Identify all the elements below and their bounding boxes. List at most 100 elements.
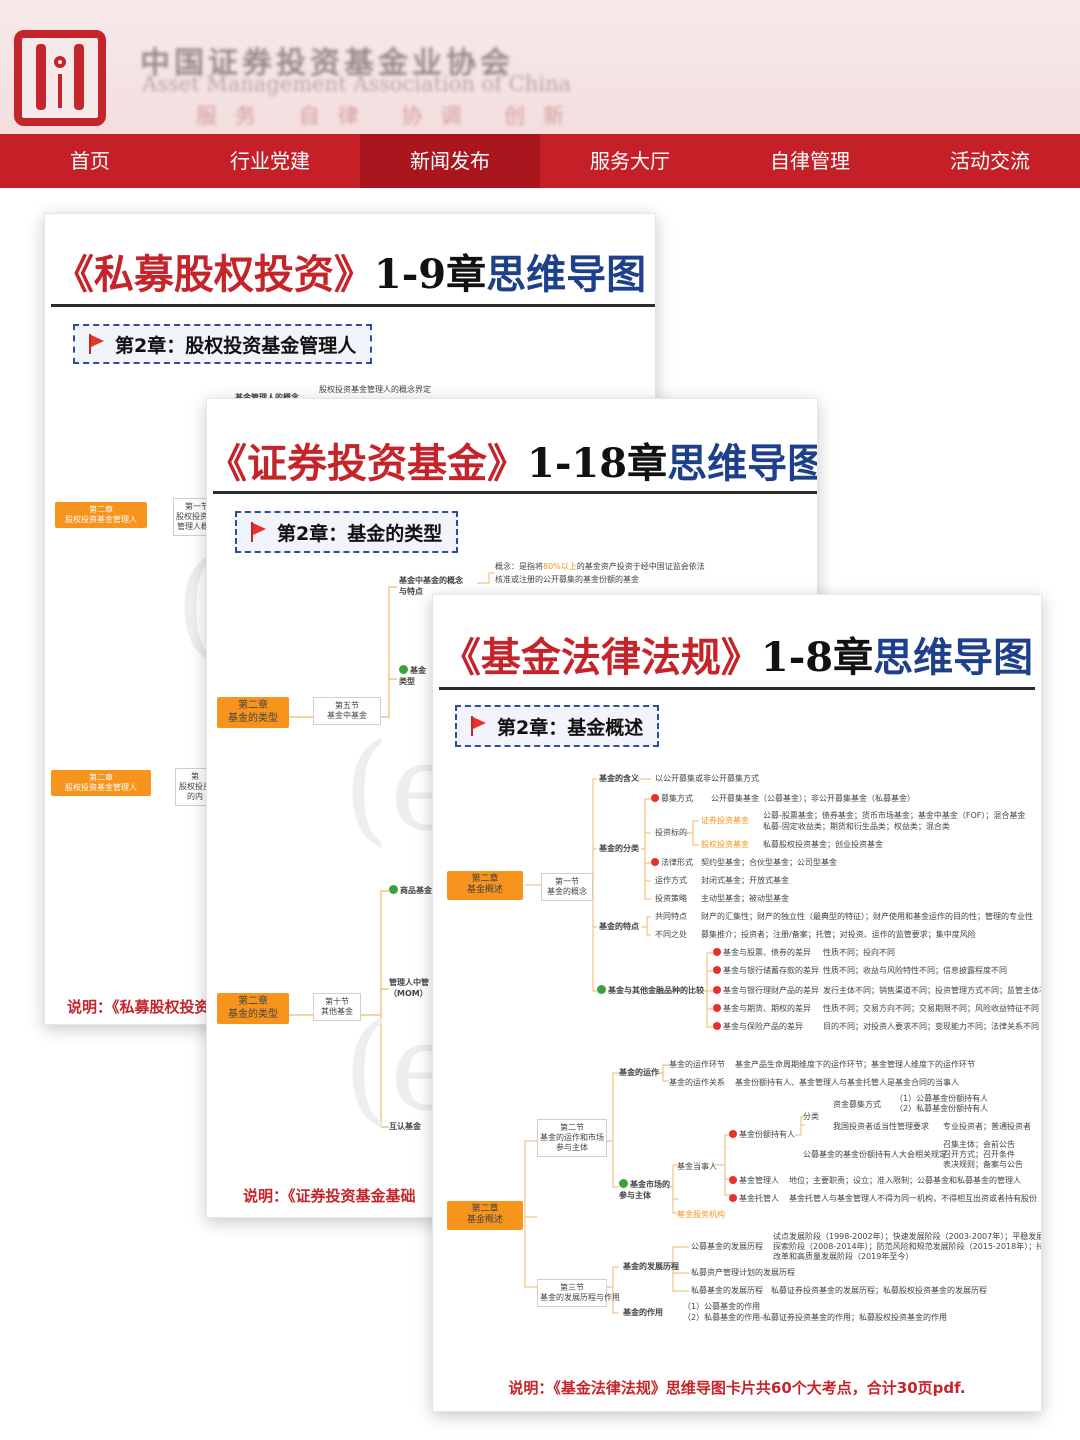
mm-node: 基金 类型 [399, 665, 426, 686]
mm-root: 第二章 基金的类型 [217, 697, 289, 728]
mm-leaf: 财产的汇集性；财产的独立性（最典型的特征）；财产使用和基金运作的目的性；管理的专… [701, 912, 1033, 921]
mm-leaf: 运作方式 [655, 876, 687, 885]
mm-leaf: 我国投资者适当性管理要求 [833, 1122, 929, 1131]
mm-node: 商品基金 [389, 885, 432, 896]
nav-item-service[interactable]: 服务大厅 [590, 149, 670, 173]
card-title: 《基金法律法规》1-8章思维导图 [440, 634, 1034, 681]
mm-root: 第二章 基金的类型 [217, 993, 289, 1024]
mm-leaf: 资金募集方式 [833, 1100, 881, 1109]
mm-leaf: （1）公募基金份额持有人 [895, 1094, 989, 1103]
mm-leaf: 基金管理人 [729, 1175, 779, 1186]
bullet-icon [713, 1022, 721, 1030]
mm-leaf: 性质不同；收益与风险特性不同；信息披露程度不同 [823, 966, 1007, 975]
mm-leaf: 性质不同；投向不同 [823, 948, 895, 957]
mm-leaf: 基金托管人 [729, 1193, 779, 1204]
bullet-icon [651, 858, 659, 866]
mm-leaf: 试点发展阶段（1998-2002年）；快速发展阶段（2003-2007年）；平稳… [773, 1232, 1042, 1241]
mm-leaf: 公募-股票基金；债券基金；货币市场基金；基金中基金（FOF）；混合基金 [763, 811, 1026, 820]
mm-leaf: 私募资产管理计划的发展历程 [691, 1268, 795, 1277]
mm-node: 基金市场的 参与主体 [619, 1179, 670, 1200]
mm-section: 第一节 基金的概念 [541, 873, 593, 901]
mm-leaf: 核准或注册的公开募集的基金份额的基金 [495, 575, 639, 584]
mm-leaf: 基金的运作关系 [669, 1078, 725, 1087]
mm-root: 第二章 股权投资基金管理人 [55, 502, 147, 528]
mm-leaf: 基金与银行储蓄存款的差异 [713, 965, 819, 976]
mm-leaf: 契约型基金；合伙型基金；公司型基金 [701, 858, 837, 867]
mm-leaf: 私募-固定收益类；期货和衍生品类；权益类；混合类 [763, 822, 950, 831]
mm-leaf: 投资策略 [655, 894, 687, 903]
mm-node: 互认基金 [389, 1122, 421, 1131]
mm-leaf: 基金份额持有人、基金管理人与基金托管人是基金合同的当事人 [735, 1078, 959, 1087]
check-icon [399, 665, 408, 674]
mm-leaf: 公募基金的发展历程 [691, 1242, 763, 1251]
nav-item-news[interactable]: 新闻发布 [360, 134, 540, 188]
nav-item-party[interactable]: 行业党建 [230, 149, 310, 173]
nav-item-events[interactable]: 活动交流 [950, 149, 1030, 173]
association-logo[interactable] [14, 30, 106, 126]
mm-leaf: 公募基金的基金份额持有人大会相关规定 [803, 1150, 947, 1159]
mm-leaf: 基金与银行理财产品的差异 [713, 985, 819, 996]
card-note: 说明：《基金法律法规》思维导图卡片共60个大考点，合计30页pdf. [508, 1379, 966, 1397]
card-title: 《私募股权投资》1-9章思维导图 [53, 251, 647, 298]
mm-leaf: 私募股权投资基金；创业投资基金 [763, 840, 883, 849]
mm-leaf: 共同特点 [655, 912, 687, 921]
mm-node: 基金的分类 [599, 844, 639, 853]
card-title: 《证券投资基金》1-18章思维导图 [207, 440, 818, 487]
mm-section: 第十节 其他基金 [313, 993, 361, 1021]
mm-leaf: 改革和高质量发展阶段（2019年至今） [773, 1252, 914, 1261]
nav-item-regulation[interactable]: 自律管理 [770, 149, 850, 173]
mm-node: 基金的运作 [619, 1068, 659, 1077]
bullet-icon [729, 1176, 737, 1184]
mm-leaf: 基金托管人与基金管理人不得为同一机构，不得相互出资或者持有股份 [789, 1194, 1037, 1203]
nav-item-home[interactable]: 首页 [70, 149, 110, 173]
card-note: 说明：《证券投资基金基础 [243, 1187, 416, 1205]
mm-leaf: 探索阶段（2008-2014年）；防范风险和规范发展阶段（2015-2018年）… [773, 1242, 1042, 1251]
mm-leaf: （1）公募基金的作用 [683, 1302, 761, 1311]
mm-leaf: 地位；主要职责；设立；准入限制；公募基金和私募基金的管理人 [789, 1176, 1021, 1185]
mm-leaf: 募集推介；投资者；注册/备案；托管；对投资、运作的监管要求；集中度风险 [701, 930, 976, 939]
main-nav: 首页 行业党建 新闻发布 服务大厅 自律管理 活动交流 [0, 134, 1080, 188]
mm-leaf: 基金与股票、债券的差异 [713, 947, 811, 958]
flag-icon [89, 334, 105, 354]
mm-leaf: 基金的运作环节 [669, 1060, 725, 1069]
bullet-icon [651, 794, 659, 802]
org-slogan: 服务 自律 协调 创新 [196, 104, 583, 128]
mm-leaf: 公开募集基金（公募基金）；非公开募集基金（私募基金） [711, 794, 915, 803]
mm-node: 基金的发展历程 [623, 1262, 679, 1271]
org-name-en: Asset Management Association of China [142, 72, 571, 96]
chapter-heading: 第2章：股权投资基金管理人 [73, 324, 373, 364]
mm-connectors [524, 778, 805, 1314]
mm-leaf: 性质不同；交易方向不同；交易期限不同；风险收益特征不同 [823, 1004, 1039, 1013]
mm-leaf: 法律形式 [651, 857, 693, 868]
mm-leaf: 专业投资者；普通投资者 [943, 1122, 1031, 1131]
bullet-icon [713, 948, 721, 956]
flag-icon [251, 522, 267, 542]
mm-leaf: 基金当事人 [677, 1162, 717, 1171]
mm-leaf: 基金与期货、期权的差异 [713, 1003, 811, 1014]
mm-node: 基金与其他金融品种的比较 [597, 985, 704, 996]
mm-root: 第二章 基金概述 [447, 1201, 523, 1230]
mm-leaf: 证券投资基金 [701, 816, 749, 825]
mm-node: 基金中基金的概念 与特点 [399, 576, 463, 596]
mm-leaf: 概念：是指将80%以上的基金资产投资于经中国证监会依法 [495, 562, 705, 571]
mm-leaf: 基金与保险产品的差异 [713, 1021, 803, 1032]
mm-connectors [289, 572, 495, 1128]
mm-leaf: 基金产品生命周期维度下的运作环节；基金管理人维度下的运作环节 [735, 1060, 975, 1069]
mm-root: 第二章 基金概述 [447, 871, 523, 900]
mm-leaf: 召集主体；会前公告 [943, 1140, 1015, 1149]
check-icon [597, 985, 606, 994]
check-icon [619, 1179, 628, 1188]
mm-node: 基金的特点 [599, 922, 639, 931]
mm-leaf: 召开方式；召开条件 [943, 1150, 1015, 1159]
mindmap-card-fund-law[interactable]: 《基金法律法规》1-8章思维导图 第2章：基金概述 第二章 基金概述 第一节 基… [432, 594, 1042, 1412]
chapter-heading: 第2章：基金概述 [455, 705, 660, 747]
mm-node: 基金的含义 [599, 774, 639, 783]
mm-leaf: 私募证券投资基金的发展历程；私募股权投资基金的发展历程 [771, 1286, 987, 1295]
mm-leaf: 分类 [803, 1112, 819, 1121]
mm-root: 第二章 股权投资基金管理人 [51, 770, 151, 796]
mm-leaf: 私募基金的发展历程 [691, 1286, 763, 1295]
mm-leaf: 股权投资基金 [701, 840, 749, 849]
bullet-icon [713, 966, 721, 974]
mm-leaf: （2）私募基金份额持有人 [895, 1104, 989, 1113]
mm-section: 第五节 基金中基金 [313, 697, 381, 725]
